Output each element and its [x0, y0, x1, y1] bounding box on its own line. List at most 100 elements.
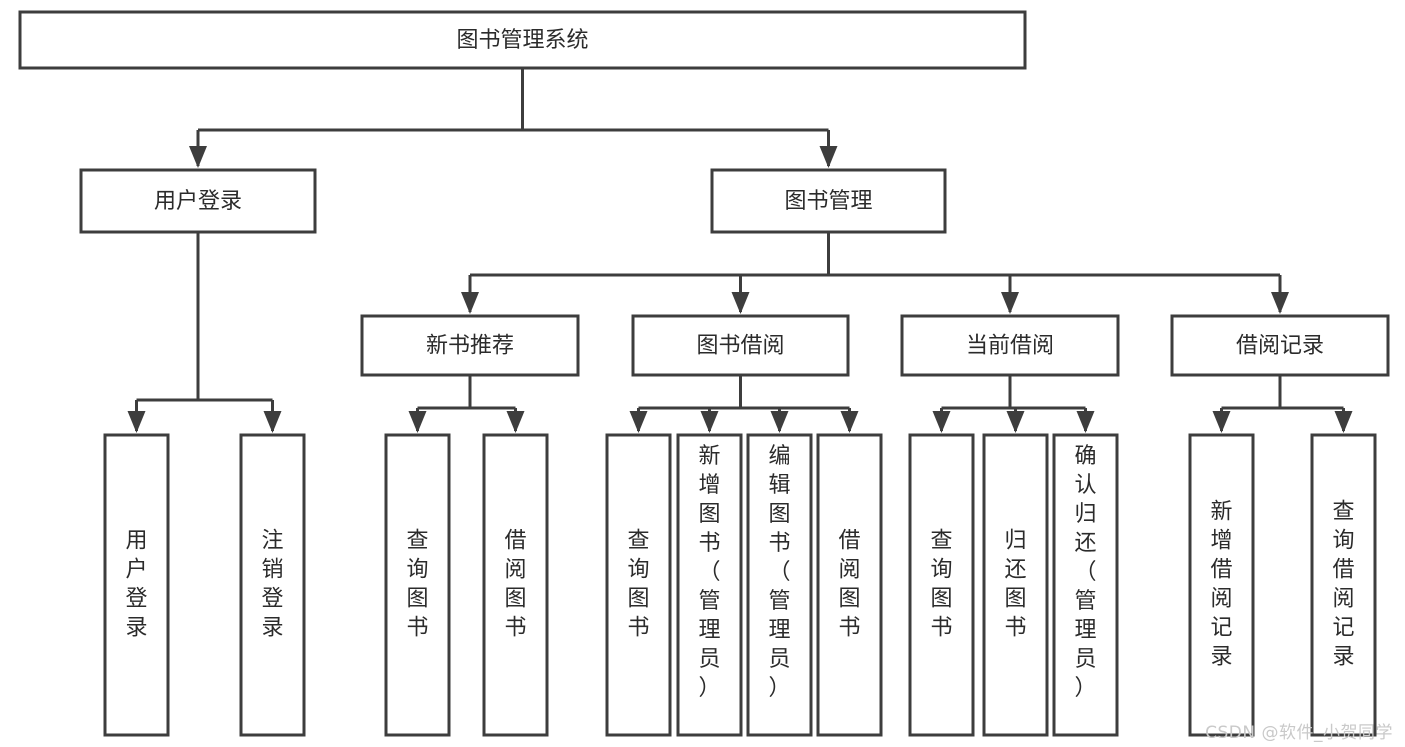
svg-text:借: 借 [504, 529, 526, 554]
svg-text:还: 还 [1004, 558, 1026, 583]
node-current_borrow-label: 当前借阅 [966, 334, 1054, 359]
node-user_login-label: 用户登录 [154, 189, 242, 214]
arrow-bookmanage-to-level3-1 [731, 292, 750, 314]
svg-text:询: 询 [1332, 529, 1354, 554]
svg-text:书: 书 [504, 616, 526, 641]
svg-text:图: 图 [627, 587, 649, 612]
svg-text:管: 管 [698, 589, 720, 614]
node-leaf_user_login-box[interactable] [103, 433, 170, 737]
svg-text:录: 录 [261, 616, 283, 641]
svg-text:确: 确 [1074, 444, 1096, 469]
svg-text:登: 登 [261, 587, 283, 612]
svg-text:询: 询 [627, 558, 649, 583]
svg-text:查: 查 [627, 529, 649, 554]
svg-text:理: 理 [768, 618, 790, 643]
node-book_borrow-box[interactable] [631, 314, 850, 377]
svg-text:）: ） [698, 676, 720, 701]
svg-text:阅: 阅 [838, 558, 860, 583]
arrow-root-to-level2-0 [189, 146, 207, 168]
svg-text:增: 增 [1210, 529, 1232, 554]
svg-text:销: 销 [261, 558, 283, 583]
svg-text:阅: 阅 [1332, 587, 1354, 612]
node-leaf_return_book-box[interactable] [982, 433, 1049, 737]
arrow-userlogin-to-leaf-1 [263, 411, 282, 433]
svg-text:归: 归 [1004, 529, 1026, 554]
node-leaf_borrow_book_1-box[interactable] [482, 433, 549, 737]
node-leaf_edit_book-box[interactable] [746, 433, 813, 737]
node-leaf_query_record-box[interactable] [1310, 433, 1377, 737]
svg-text:注: 注 [261, 529, 283, 554]
svg-text:理: 理 [1074, 618, 1096, 643]
arrow-bookborrow-to-leaf-2 [770, 411, 789, 433]
arrow-currentborrow-to-leaf-2 [1076, 411, 1095, 433]
node-new_book_rec-label: 新书推荐 [426, 334, 514, 359]
node-leaf_query_book_3-box[interactable] [908, 433, 975, 737]
svg-text:认: 认 [1074, 473, 1096, 498]
node-book_manage-label: 图书管理 [784, 189, 872, 214]
svg-text:图: 图 [698, 502, 720, 527]
node-book_manage-box[interactable] [710, 168, 947, 234]
svg-text:询: 询 [930, 558, 952, 583]
node-leaf_query_book_1-box[interactable] [384, 433, 451, 737]
node-root-label: 图书管理系统 [456, 28, 588, 53]
arrow-userlogin-to-leaf-0 [127, 411, 146, 433]
node-borrow_record-box[interactable] [1170, 314, 1390, 377]
svg-text:还: 还 [1074, 531, 1096, 556]
svg-text:管: 管 [768, 589, 790, 614]
svg-text:阅: 阅 [1210, 587, 1232, 612]
svg-text:员: 员 [1074, 647, 1096, 672]
svg-text:图: 图 [406, 587, 428, 612]
node-leaf_borrow_book_2-box[interactable] [816, 433, 883, 737]
arrow-bookborrow-to-leaf-0 [629, 411, 648, 433]
svg-text:用: 用 [125, 529, 147, 554]
arrow-currentborrow-to-leaf-0 [932, 411, 951, 433]
svg-text:编: 编 [768, 444, 790, 469]
svg-text:归: 归 [1074, 502, 1096, 527]
svg-text:书: 书 [930, 616, 952, 641]
svg-text:书: 书 [627, 616, 649, 641]
svg-text:书: 书 [838, 616, 860, 641]
svg-text:书: 书 [1004, 616, 1026, 641]
svg-text:图: 图 [504, 587, 526, 612]
node-labels: 图书管理系统用户登录图书管理新书推荐图书借阅当前借阅借阅记录用户登录注销登录查询… [125, 28, 1354, 701]
arrow-borrowrecord-to-leaf-1 [1334, 411, 1353, 433]
svg-text:书: 书 [406, 616, 428, 641]
node-root-box[interactable] [18, 10, 1027, 70]
svg-text:登: 登 [125, 587, 147, 612]
arrow-newbook-to-leaf-0 [408, 411, 427, 433]
node-leaf_query_book_2-box[interactable] [605, 433, 672, 737]
svg-text:书: 书 [698, 531, 720, 556]
svg-text:）: ） [1074, 676, 1096, 701]
node-current_borrow-box[interactable] [900, 314, 1120, 377]
svg-text:辑: 辑 [768, 473, 790, 498]
svg-text:图: 图 [768, 502, 790, 527]
node-borrow_record-label: 借阅记录 [1236, 334, 1324, 359]
node-leaf_user_logout-box[interactable] [239, 433, 306, 737]
svg-text:记: 记 [1210, 616, 1232, 641]
svg-text:借: 借 [1332, 558, 1354, 583]
node-leaf_user_login-label: 用户登录 [125, 529, 147, 641]
arrow-newbook-to-leaf-1 [506, 411, 525, 433]
svg-text:员: 员 [768, 647, 790, 672]
node-user_login-box[interactable] [79, 168, 317, 234]
svg-text:录: 录 [125, 616, 147, 641]
node-leaf_confirm_return-box[interactable] [1052, 433, 1119, 737]
arrow-root-to-level2-1 [819, 146, 838, 168]
svg-text:管: 管 [1074, 589, 1096, 614]
svg-text:理: 理 [698, 618, 720, 643]
node-new_book_rec-box[interactable] [360, 314, 580, 377]
svg-text:询: 询 [406, 558, 428, 583]
node-leaf_add_book-box[interactable] [676, 433, 743, 737]
node-leaf_add_record-box[interactable] [1188, 433, 1255, 737]
